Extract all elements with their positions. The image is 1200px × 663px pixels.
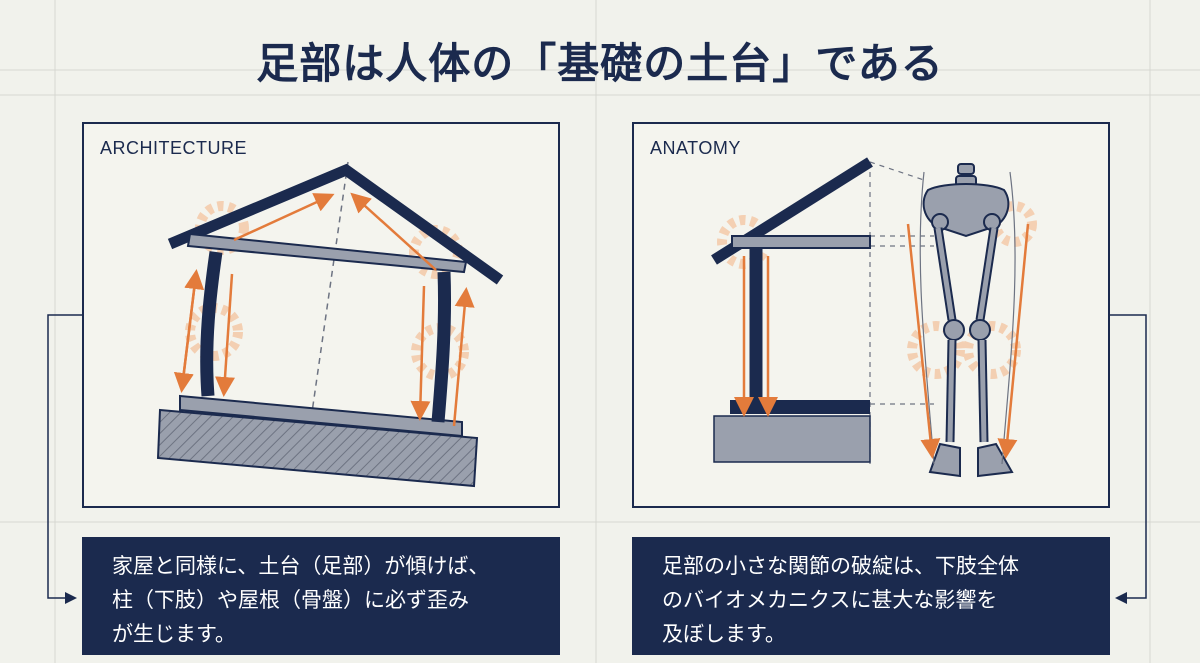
right-pillar	[431, 271, 452, 423]
architecture-label: ARCHITECTURE	[100, 138, 248, 158]
roof-beam	[731, 235, 871, 249]
foundation-block	[156, 408, 479, 488]
force-arrows	[173, 192, 475, 427]
tilt-axis-line	[305, 161, 349, 455]
sill-plate	[179, 394, 463, 438]
left-pillar	[200, 251, 223, 397]
page-title: 足部は人体の「基礎の土台」である	[256, 39, 944, 88]
floor-beam	[730, 400, 870, 414]
roof-beam	[186, 232, 468, 274]
house-skeleton-diagram	[711, 157, 1037, 478]
caption-line: のバイオメカニクスに甚大な影響を	[662, 588, 998, 612]
caption-line: が生じます。	[112, 622, 236, 646]
leg-outline	[919, 171, 1016, 465]
skeleton-icon	[922, 163, 1014, 478]
caption-line: 及ぼします。	[662, 622, 786, 646]
architecture-caption: 家屋と同様に、土台（足部）が傾けば、 柱（下肢）や屋根（骨盤）に必ず歪み が生じ…	[82, 537, 560, 655]
anatomy-label: ANATOMY	[650, 138, 741, 158]
anatomy-panel: ANATOMY	[632, 122, 1110, 508]
tilted-house-diagram	[156, 161, 504, 488]
architecture-panel: ARCHITECTURE	[82, 122, 560, 508]
caption-line: 足部の小さな関節の破綻は、下肢全体	[662, 554, 1019, 578]
foundation-block	[713, 415, 871, 463]
caption-line: 柱（下肢）や屋根（骨盤）に必ず歪み	[112, 588, 469, 612]
roof	[167, 163, 504, 285]
anatomy-caption: 足部の小さな関節の破綻は、下肢全体 のバイオメカニクスに甚大な影響を 及ぼします…	[632, 537, 1110, 655]
caption-line: 家屋と同様に、土台（足部）が傾けば、	[112, 554, 490, 578]
force-arrows	[734, 223, 1030, 459]
